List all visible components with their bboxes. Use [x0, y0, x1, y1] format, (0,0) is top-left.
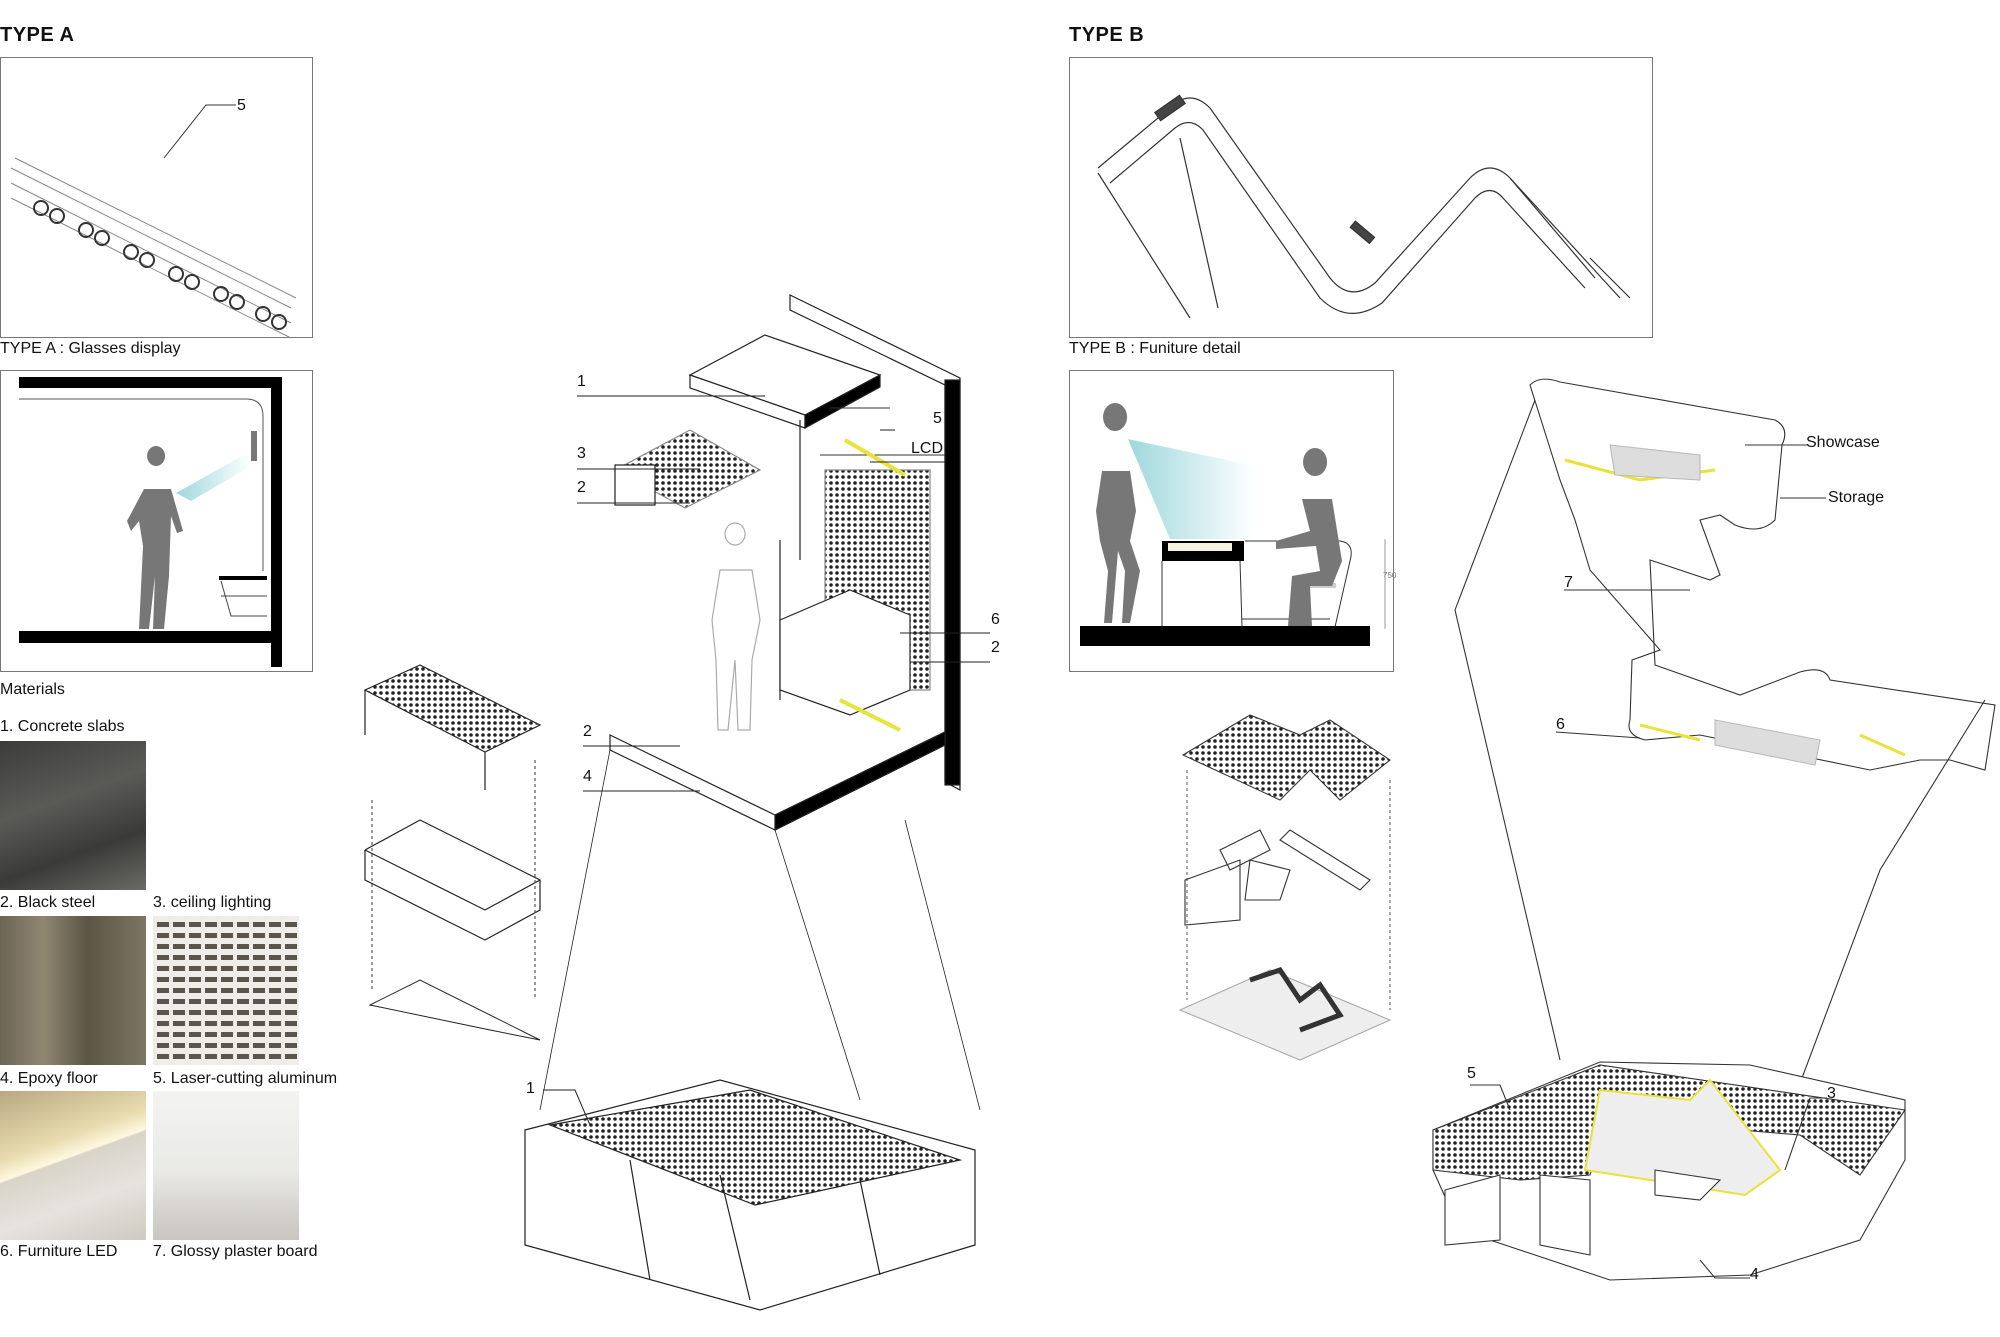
callout-2-floor: 2: [583, 723, 592, 740]
furniture-plan-panel: [1069, 57, 1653, 338]
material-label-6: 6. Furniture LED: [0, 1243, 118, 1260]
callout-5: 5: [1467, 1065, 1476, 1082]
callout-1-base: 1: [526, 1080, 535, 1097]
callout-4: 4: [583, 768, 592, 785]
callout-6: 6: [991, 611, 1000, 628]
callout-2-ceiling: 2: [577, 479, 586, 496]
dimension-750: 750: [1383, 571, 1397, 580]
person-outline-icon: [711, 522, 761, 731]
furniture-detail-caption: TYPE B : Funiture detail: [1069, 340, 1241, 357]
callout-6: 6: [1556, 716, 1565, 733]
type-a-axonometric-drawing: [363, 294, 990, 1311]
type-b-section-drawing: [1080, 403, 1386, 646]
callout-storage: Storage: [1828, 489, 1885, 506]
callout-showcase: Showcase: [1806, 434, 1880, 451]
furniture-plan-drawing: [1097, 94, 1631, 319]
woman-silhouette-icon: [1096, 403, 1140, 623]
callout-4: 4: [1750, 1266, 1759, 1283]
material-label-3: 3. ceiling lighting: [153, 894, 272, 911]
glasses-display-drawing: [10, 104, 297, 339]
material-image-black-steel: [0, 741, 146, 890]
light-beam: [176, 451, 251, 501]
seated-man-silhouette-icon: [1276, 448, 1342, 626]
type-b-section-panel: 750: [1069, 370, 1397, 672]
type-a-section-drawing: [19, 377, 282, 667]
callout-7: 7: [1564, 574, 1573, 591]
materials-title: Materials: [0, 681, 65, 698]
material-image-epoxy-floor: [0, 916, 146, 1065]
callout-lcd: LCD: [911, 440, 944, 457]
material-image-glossy-plaster: [153, 1091, 299, 1240]
callout-3: 3: [1827, 1085, 1836, 1102]
type-a-section-panel: [0, 370, 313, 672]
callout-2-wall: 2: [991, 639, 1000, 656]
man-silhouette-icon: [127, 446, 183, 629]
material-label-5: 5. Laser-cutting aluminum: [153, 1070, 338, 1087]
material-label-4: 4. Epoxy floor: [0, 1070, 98, 1087]
callout-1: 1: [577, 373, 586, 390]
glasses-icon: [33, 200, 287, 330]
glasses-callout-5: 5: [237, 97, 246, 114]
callout-5: 5: [933, 410, 942, 427]
material-image-laser-cut-aluminum: [153, 916, 299, 1065]
glasses-display-caption: TYPE A : Glasses display: [0, 340, 181, 357]
material-image-furniture-led: [0, 1091, 146, 1240]
material-label-2: 2. Black steel: [0, 894, 96, 911]
callout-3: 3: [577, 445, 586, 462]
type-b-title: TYPE B: [1069, 24, 1145, 46]
material-label-7: 7. Glossy plaster board: [153, 1243, 318, 1260]
material-label-1: 1. Concrete slabs: [0, 718, 125, 735]
type-a-title: TYPE A: [0, 24, 75, 46]
light-beam: [1128, 439, 1255, 539]
glasses-display-panel: 5: [0, 57, 313, 339]
